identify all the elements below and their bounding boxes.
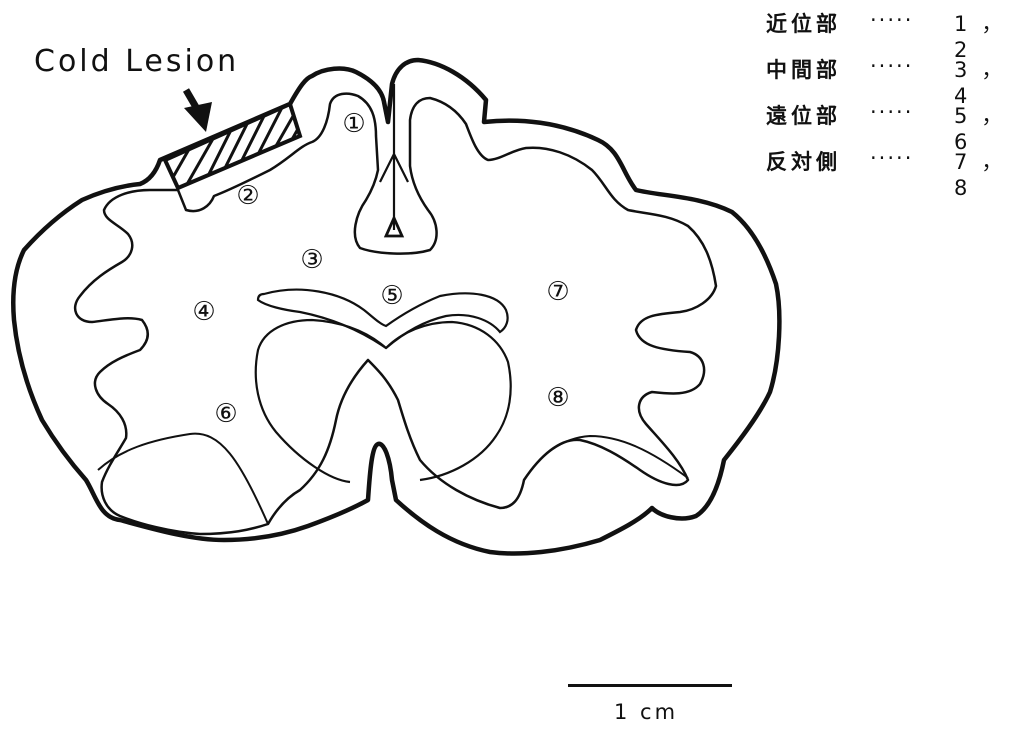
region-legend: 近位部 ····· 1，2 中間部 ····· 3，4 遠位部 ····· 5，… [766, 6, 1028, 190]
legend-region: 中間部 [766, 54, 841, 84]
marker-6: ⑥ [214, 399, 237, 429]
marker-3: ③ [300, 245, 323, 275]
legend-region: 反対側 [766, 146, 841, 176]
legend-row-proximal: 近位部 ····· 1，2 [766, 6, 1028, 52]
legend-dots: ····· [870, 100, 913, 124]
legend-region: 遠位部 [766, 100, 841, 130]
legend-row-contralateral: 反対側 ····· 7，8 [766, 144, 1028, 190]
legend-row-middle: 中間部 ····· 3，4 [766, 52, 1028, 98]
marker-5: ⑤ [380, 281, 403, 311]
white-matter-left [256, 320, 386, 482]
ventral-sulcus-left [98, 434, 268, 524]
scale-label: 1 cm [614, 700, 678, 724]
white-matter-right [386, 322, 511, 480]
marker-4: ④ [192, 297, 215, 327]
down-arrow-icon [184, 90, 212, 132]
marker-2: ② [236, 181, 259, 211]
legend-row-distal: 遠位部 ····· 5，6 [766, 98, 1028, 144]
marker-1: ① [342, 109, 365, 139]
marker-7: ⑦ [546, 277, 569, 307]
legend-region: 近位部 [766, 8, 841, 38]
legend-dots: ····· [870, 8, 913, 32]
legend-dots: ····· [870, 146, 913, 170]
lesion-label: Cold Lesion [34, 44, 239, 79]
legend-numbers: 7，8 [954, 146, 1028, 200]
legend-dots: ····· [870, 54, 913, 78]
marker-8: ⑧ [546, 383, 569, 413]
scale-bar [568, 684, 732, 687]
